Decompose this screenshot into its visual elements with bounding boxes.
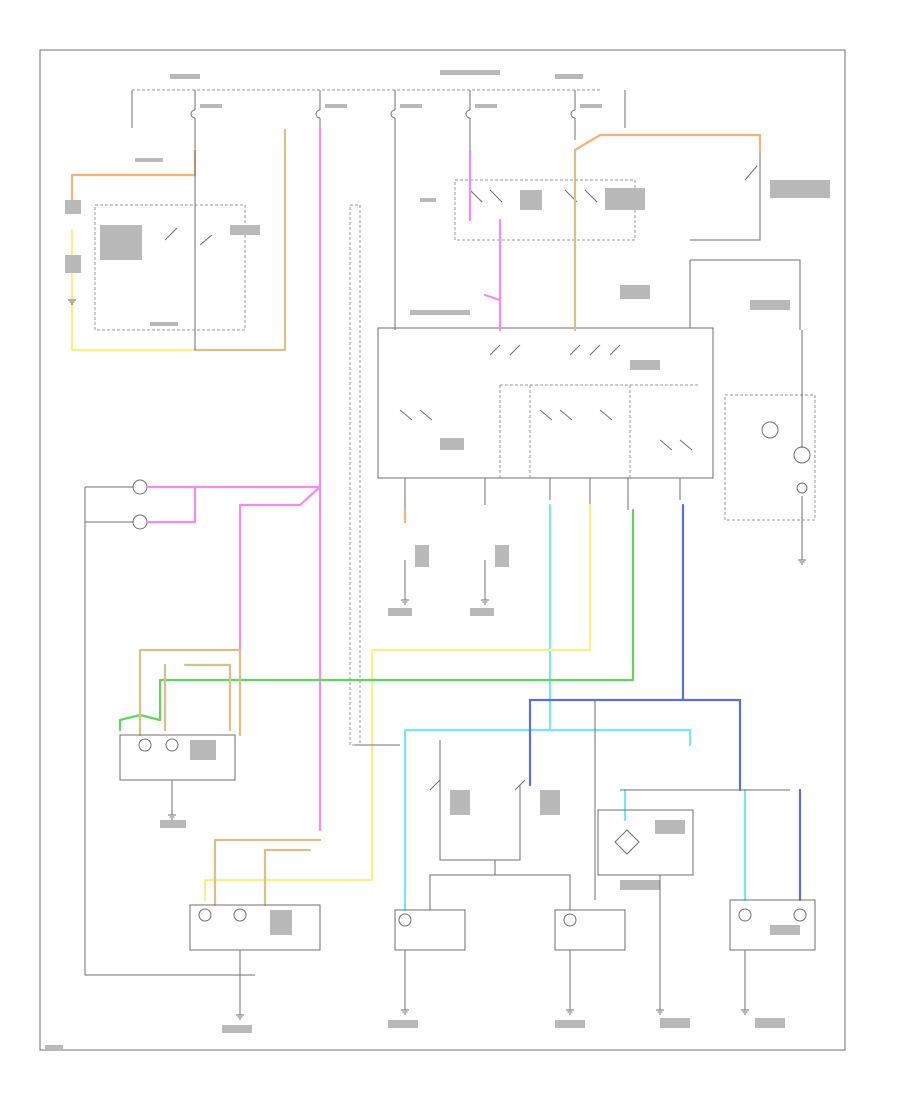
rear-lamp-group-left [189, 838, 322, 1033]
center-lamp-group [349, 204, 626, 1028]
front-lamp-group-left [119, 648, 242, 828]
wire-cyan-right [403, 503, 692, 912]
left-indicator-lamps [84, 479, 322, 976]
wire-blue [528, 503, 802, 902]
turn-hazard-switch [420, 179, 645, 241]
headlamp-switch-block [65, 128, 287, 352]
wire-green [118, 508, 635, 732]
right-sensor-module [620, 205, 816, 560]
right-bottom-lamps [594, 700, 816, 1028]
diagram-frame [39, 49, 846, 1051]
wire-orange-stop [573, 133, 762, 152]
fuse-row [190, 104, 602, 150]
top-power-bus [131, 70, 626, 128]
stop-lamp-switch [744, 150, 830, 205]
wire-pink-turn [468, 148, 502, 332]
ground-symbols [68, 299, 806, 1020]
module-output-pins [388, 478, 681, 616]
diagram-id-mark [45, 1045, 63, 1049]
wire-yellow [203, 503, 592, 902]
lamp-control-module [377, 310, 714, 479]
